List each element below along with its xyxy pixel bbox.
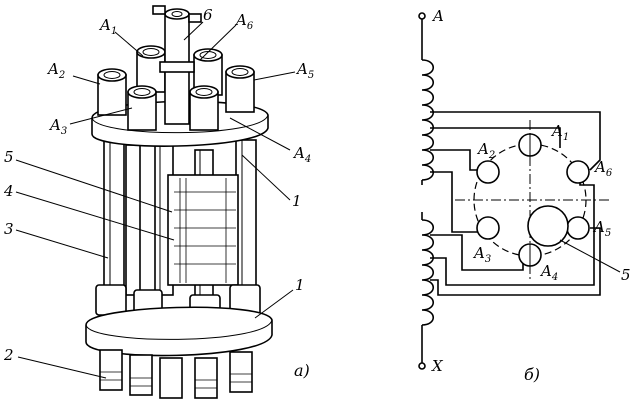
label-b-a3: A3	[472, 244, 491, 265]
label-a5: A5	[295, 60, 314, 81]
labels-figure-b: A1 A2 A3 A4 A5 A6 5 б)	[472, 122, 631, 384]
terminal-x-label: X	[431, 357, 444, 375]
label-b-a4: A4	[539, 262, 558, 283]
contact-a2	[476, 160, 500, 184]
label-1-bottom: 1	[295, 276, 305, 294]
tap-leads	[430, 111, 601, 296]
label-5: 5	[4, 148, 14, 166]
label-6: 6	[203, 6, 213, 24]
label-b-a5: A5	[592, 218, 611, 239]
label-b-a2: A2	[476, 140, 495, 161]
upper-winding	[421, 19, 435, 185]
label-a1: A1	[98, 16, 117, 37]
contact-a5	[566, 216, 590, 240]
contact-drum	[167, 174, 239, 286]
terminal-a	[418, 12, 426, 20]
label-b-5: 5	[621, 266, 631, 284]
bottom-plate	[85, 306, 273, 357]
wiring-schematic: A X	[418, 7, 631, 384]
label-b-a6: A6	[593, 158, 613, 179]
tap-changer-drawing: A1 A2 A3 A4 A5 A6 6 1 1 5 4 3 2 а)	[3, 5, 314, 399]
caption-b: б)	[524, 365, 540, 384]
leader-5	[559, 239, 621, 273]
label-3: 3	[4, 220, 14, 238]
terminal-x	[418, 362, 426, 370]
top-terminals	[97, 45, 255, 131]
lower-winding	[421, 212, 435, 363]
label-b-a1: A1	[550, 122, 569, 143]
label-1-top: 1	[292, 192, 302, 210]
label-2: 2	[3, 346, 14, 364]
leader-lines	[15, 21, 296, 379]
drive-shaft	[152, 5, 202, 125]
label-a3: A3	[48, 116, 67, 137]
terminal-a-label: A	[431, 7, 444, 25]
contact-a6	[566, 160, 590, 184]
moving-contact	[527, 205, 569, 247]
bottom-terminals	[99, 349, 253, 399]
label-a2: A2	[46, 60, 65, 81]
labels-figure-a: A1 A2 A3 A4 A5 A6 6 1 1 5 4 3 2 а)	[3, 6, 314, 380]
label-a4: A4	[292, 144, 311, 165]
label-4: 4	[3, 182, 14, 200]
caption-a: а)	[294, 361, 310, 380]
contact-a3	[476, 216, 500, 240]
label-a6: A6	[234, 11, 254, 32]
contacts	[476, 133, 590, 267]
